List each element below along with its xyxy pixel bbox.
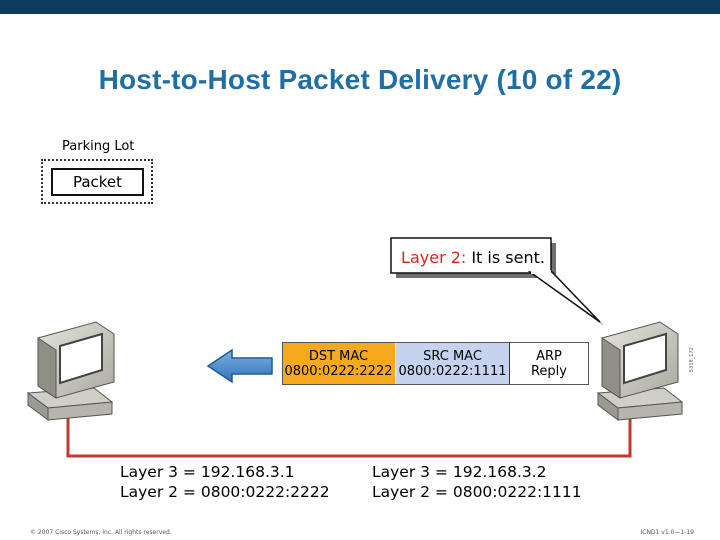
frame-payload-value: Reply [530, 363, 567, 379]
frame-dst-mac: DST MAC 0800:0222:2222 [282, 342, 395, 385]
frame-src-title: SRC MAC [423, 348, 482, 364]
figure-tag: 5318_172 [689, 347, 695, 372]
frame-dst-title: DST MAC [308, 348, 369, 364]
callout-message: It is sent. [471, 248, 545, 267]
right-host-layer3: Layer 3 = 192.168.3.2 [372, 463, 547, 481]
packet-box: Packet [51, 168, 144, 196]
network-link [66, 418, 632, 458]
frame-src-value: 0800:0222:1111 [398, 363, 507, 379]
frame-payload-title: ARP [536, 348, 562, 364]
frame-dst-value: 0800:0222:2222 [284, 363, 393, 379]
left-host-addresses: Layer 3 = 192.168.3.1 Layer 2 = 0800:022… [120, 462, 330, 502]
callout-bubble [390, 237, 604, 326]
direction-arrow-icon [206, 348, 273, 384]
footer-slide-code: ICND1 v1.0—1-19 [640, 529, 694, 536]
parking-lot-box [41, 159, 153, 204]
frame-src-mac: SRC MAC 0800:0222:1111 [395, 342, 509, 385]
slide-title: Host-to-Host Packet Delivery (10 of 22) [98, 64, 622, 95]
footer-copyright: © 2007 Cisco Systems, Inc. All rights re… [30, 529, 172, 536]
top-banner [0, 0, 720, 14]
right-host-addresses: Layer 3 = 192.168.3.2 Layer 2 = 0800:022… [372, 462, 582, 502]
right-host-layer2: Layer 2 = 0800:0222:1111 [372, 483, 582, 501]
left-computer-icon [26, 321, 115, 421]
left-host-layer3: Layer 3 = 192.168.3.1 [120, 463, 295, 481]
parking-lot-label: Parking Lot [62, 139, 135, 154]
frame-payload: ARP Reply [509, 342, 589, 385]
right-computer-icon [596, 321, 684, 421]
callout-text: Layer 2: It is sent. [393, 240, 553, 275]
left-host-layer2: Layer 2 = 0800:0222:2222 [120, 483, 330, 501]
callout-label: Layer 2: [401, 248, 467, 267]
packet-label: Packet [72, 173, 123, 191]
